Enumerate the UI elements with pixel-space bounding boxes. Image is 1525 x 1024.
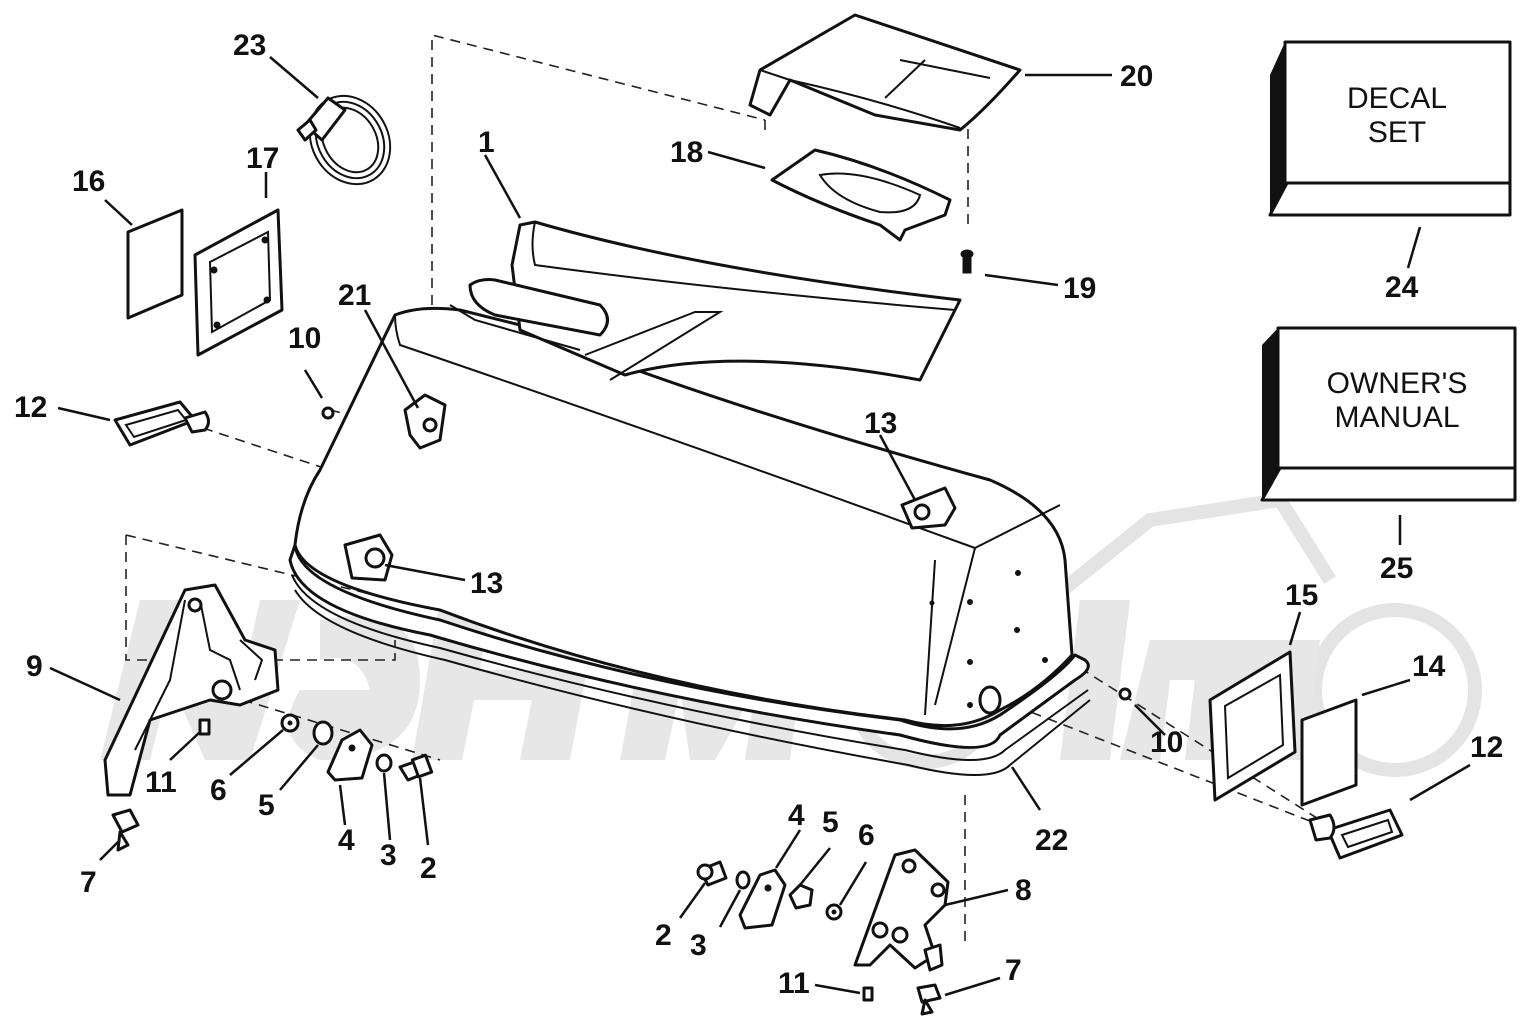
bracket-8 (853, 848, 950, 972)
callout-13-left: 13 (470, 567, 503, 600)
callout-3-left: 3 (380, 839, 397, 872)
callout-5-right: 5 (822, 806, 839, 839)
pin-10-left (321, 406, 335, 420)
latch-4-left (326, 728, 374, 782)
engine-cover (288, 220, 1091, 776)
callout-19: 19 (1063, 272, 1096, 305)
callout-6-left: 6 (210, 774, 227, 807)
callout-22: 22 (1035, 824, 1068, 857)
callout-12-left: 12 (14, 391, 47, 424)
callout-1: 1 (478, 126, 495, 159)
owners-manual-line2: MANUAL (1334, 401, 1459, 434)
callout-2-left: 2 (420, 852, 437, 885)
latch-4-right (738, 868, 787, 930)
washer-5-right (788, 883, 814, 910)
callout-24: 24 (1385, 271, 1419, 304)
screw-11-right (862, 986, 874, 1002)
callout-23: 23 (233, 29, 266, 62)
callout-15: 15 (1285, 579, 1318, 612)
callout-4-left: 4 (338, 824, 355, 857)
washer-5-left (312, 720, 334, 746)
owners-manual-box: OWNER'S MANUAL (1260, 326, 1517, 502)
callout-4-right: 4 (788, 799, 805, 832)
callout-12-right: 12 (1470, 731, 1503, 764)
callout-11-right: 11 (778, 967, 810, 1000)
washer-6-right (825, 903, 843, 921)
grommet-13-left (343, 533, 394, 582)
callout-2-right: 2 (655, 919, 672, 952)
washer-3-left (375, 753, 393, 773)
washer-3-right (735, 870, 751, 890)
callout-9: 9 (26, 650, 43, 683)
pin-10-right (1118, 687, 1132, 701)
leader-lines (49, 56, 1471, 997)
screw-11-left (198, 718, 211, 736)
callout-8: 8 (1015, 874, 1032, 907)
washer-6-left (280, 713, 300, 733)
decal-set-line1: DECAL (1347, 82, 1447, 115)
callout-21: 21 (338, 279, 371, 312)
bolt-2-right (696, 860, 728, 887)
screw-19 (960, 249, 974, 274)
decal-14 (1300, 698, 1358, 807)
owners-manual-line1: OWNER'S (1327, 367, 1468, 400)
liner-18 (770, 148, 952, 242)
bolt-2-left (398, 753, 434, 782)
callout-labels: 1 2 2 3 3 4 4 5 5 6 6 7 7 8 9 10 10 11 1… (14, 29, 1503, 1000)
callout-13-right: 13 (864, 407, 897, 440)
callout-10-left: 10 (288, 322, 321, 355)
callout-6-right: 6 (858, 819, 875, 852)
decal-set-line2: SET (1368, 116, 1426, 149)
callout-10-right: 10 (1150, 726, 1183, 759)
gasket-17 (193, 208, 284, 357)
decal-16 (126, 208, 184, 320)
callout-20: 20 (1120, 60, 1153, 93)
cable-23 (296, 94, 392, 186)
callout-16: 16 (72, 165, 105, 198)
callout-11-left: 11 (145, 766, 177, 799)
callout-3-right: 3 (690, 929, 707, 962)
cover-20 (748, 13, 1022, 132)
callout-14: 14 (1412, 650, 1446, 683)
decal-set-box: DECAL SET (1268, 40, 1512, 217)
callout-17: 17 (246, 142, 279, 175)
bracket-9 (103, 583, 280, 797)
callout-18: 18 (670, 136, 703, 169)
grommet-13-right (900, 486, 957, 530)
clip-7-right (916, 983, 942, 1016)
gasket-15 (1208, 650, 1297, 802)
callout-5-left: 5 (258, 789, 275, 822)
plug-12-right (1308, 808, 1404, 860)
plate-21 (403, 393, 447, 450)
callout-7-right: 7 (1005, 954, 1022, 987)
plug-12-left (113, 400, 210, 447)
callout-25: 25 (1380, 552, 1413, 585)
callout-7-left: 7 (80, 866, 97, 899)
